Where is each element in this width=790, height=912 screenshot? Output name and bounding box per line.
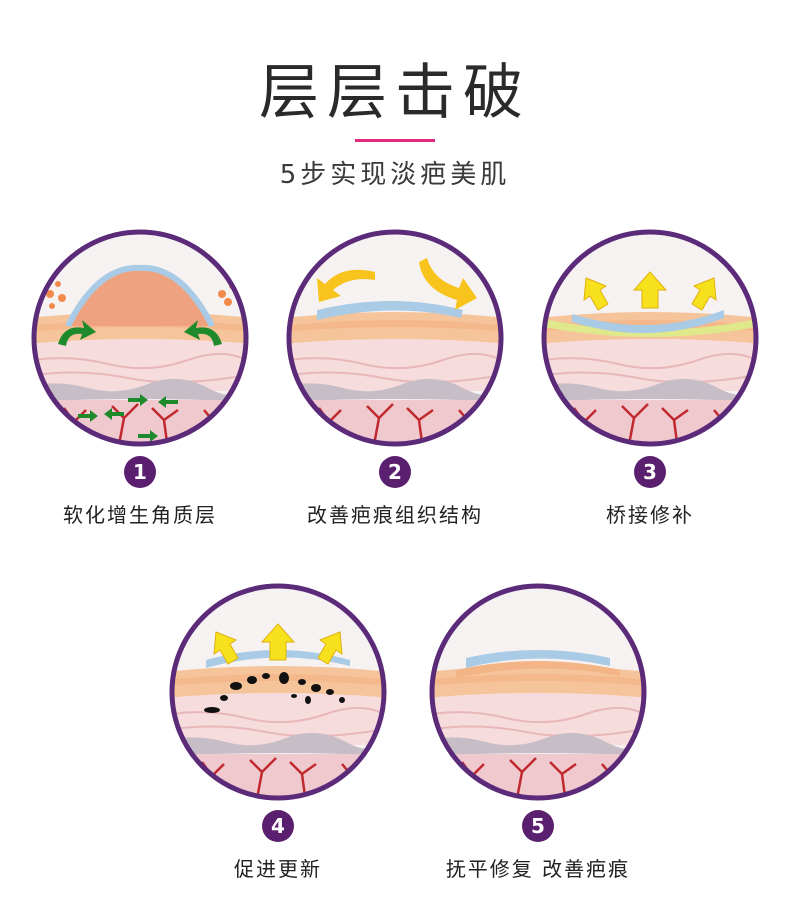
title-underline	[355, 139, 435, 142]
step-3-number-badge: 3	[634, 456, 666, 488]
step-3-illustration	[541, 229, 759, 447]
step-2-illustration	[286, 229, 504, 447]
step-2-label: 改善疤痕组织结构	[307, 503, 483, 527]
page-title: 层层击破	[259, 58, 531, 128]
step-4-illustration	[169, 583, 387, 801]
step-5-label: 抚平修复 改善疤痕	[445, 857, 631, 881]
step-1-number-badge: 1	[124, 456, 156, 488]
step-4-number-badge: 4	[262, 810, 294, 842]
step-5-illustration	[429, 583, 647, 801]
step-2-number-badge: 2	[379, 456, 411, 488]
step-4-label: 促进更新	[234, 857, 322, 881]
page-subtitle: 5步实现淡疤美肌	[279, 160, 511, 190]
step-5-number-badge: 5	[522, 810, 554, 842]
step-3-label: 桥接修补	[606, 503, 694, 527]
step-1-illustration	[31, 229, 249, 447]
step-1-label: 软化增生角质层	[63, 503, 217, 527]
